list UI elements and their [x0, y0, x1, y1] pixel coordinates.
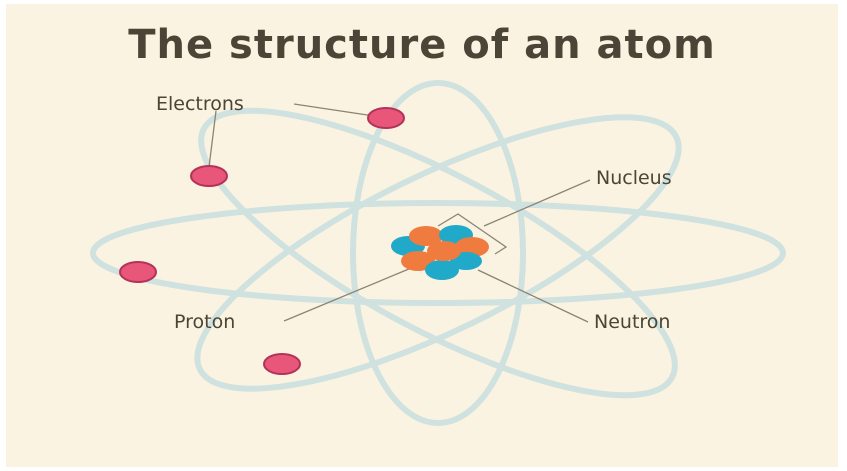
leader-lines [208, 103, 591, 323]
neutron-leader-line [477, 269, 589, 323]
electron-icon [367, 107, 405, 129]
orbit-horizontal [90, 200, 786, 306]
proton-leader-line [283, 265, 417, 322]
electrons-leader-line-2 [208, 110, 217, 168]
proton-icon [427, 241, 461, 261]
nucleus-leader-line [483, 179, 591, 227]
proton-icon [455, 237, 489, 257]
atom-poster: The structure of an atom [6, 4, 838, 467]
neutron-icon [425, 260, 459, 280]
electrons-leader-line [293, 103, 375, 117]
nucleus [391, 225, 489, 280]
proton-label: Proton [174, 311, 235, 333]
orbit-diagonal-down [198, 107, 678, 399]
proton-icon [409, 226, 443, 246]
electrons-label: Electrons [156, 93, 244, 115]
electron-icon [190, 165, 228, 187]
orbit-diagonal-up [194, 114, 682, 392]
orbits [90, 80, 786, 426]
electrons [119, 107, 405, 375]
neutron-label: Neutron [594, 311, 670, 333]
atom-diagram: Electrons Nucleus Proton Neutron [90, 80, 786, 426]
orbit-vertical [350, 80, 526, 426]
electron-icon [263, 353, 301, 375]
page-title: The structure of an atom [128, 22, 716, 68]
nucleus-bracket [437, 213, 508, 255]
nucleus-label: Nucleus [596, 167, 672, 189]
electron-icon [119, 261, 157, 283]
